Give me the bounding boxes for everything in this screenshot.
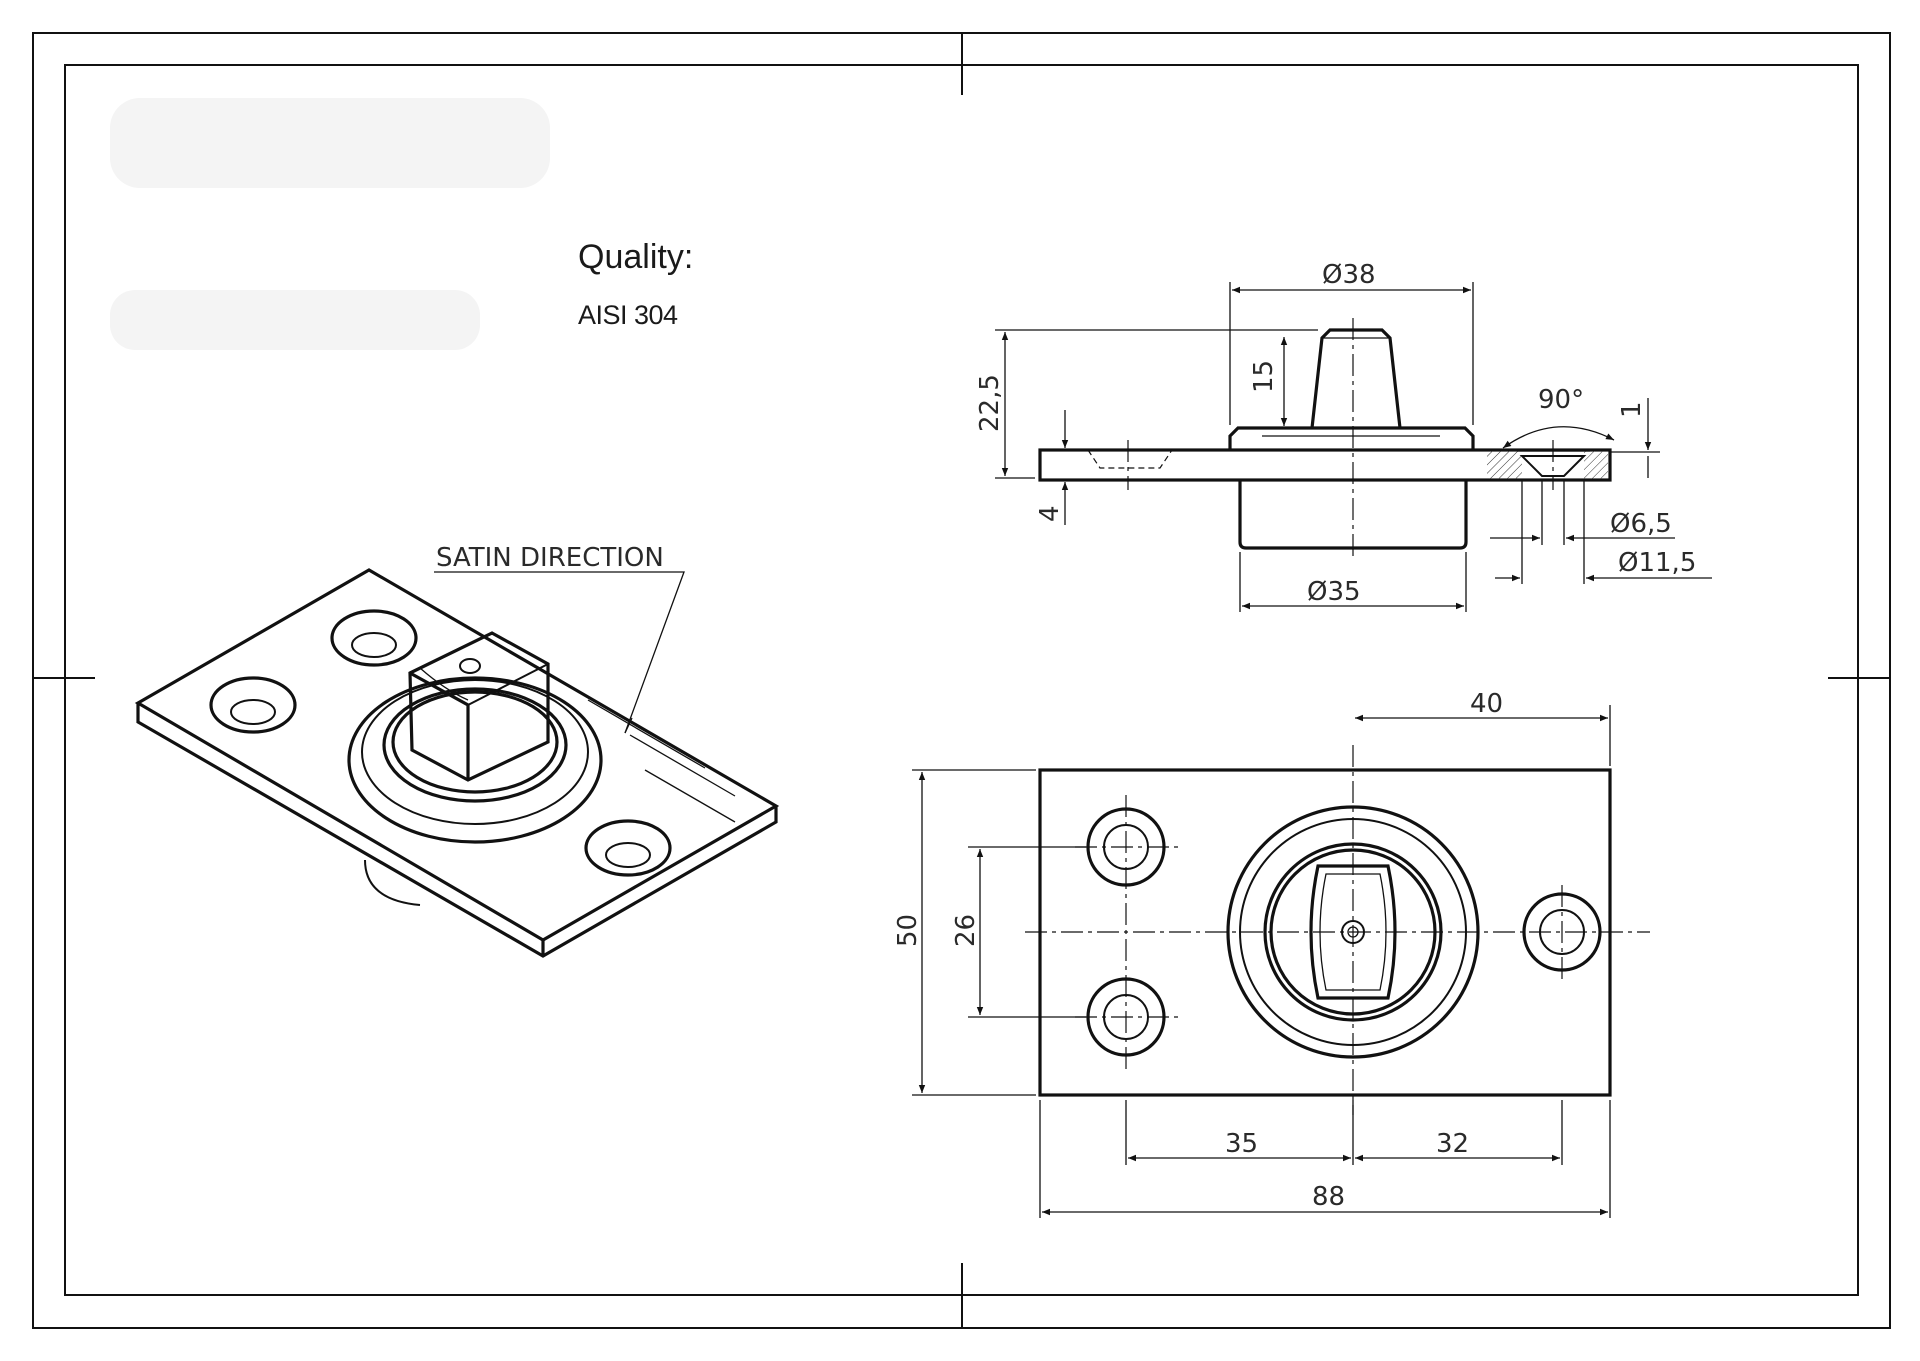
dim-dia-bottom: Ø35 (1307, 577, 1361, 607)
side-view: Ø38 22,5 15 4 90° 1 Ø6,5 Ø11,5 (975, 260, 1712, 612)
plan-view: 40 50 26 35 32 88 (893, 689, 1650, 1218)
dim-height-pin: 15 (1249, 360, 1279, 393)
dim-plate-thickness: 4 (1035, 505, 1065, 522)
iso-hole-2 (330, 609, 418, 667)
dim-dia-top: Ø38 (1322, 260, 1376, 290)
dim-countersink-depth: 1 (1617, 401, 1647, 418)
dim-offset-right-hole: 32 (1436, 1129, 1469, 1159)
dim-offset-left: 35 (1225, 1129, 1258, 1159)
satin-direction-label: SATIN DIRECTION (436, 543, 664, 573)
dim-width-total: 88 (1312, 1182, 1345, 1212)
dim-height-total-plan: 50 (893, 914, 923, 947)
faded-title-area (110, 98, 550, 350)
dim-countersink-angle: 90° (1538, 385, 1584, 415)
dim-offset-right: 40 (1470, 689, 1503, 719)
dim-hole-spacing: 26 (951, 914, 981, 947)
isometric-view: SATIN DIRECTION (134, 543, 780, 958)
quality-material: AISI 304 (578, 300, 678, 330)
dim-height-total: 22,5 (975, 374, 1005, 432)
iso-hole-3 (584, 819, 672, 877)
dim-dia-hole-large: Ø11,5 (1618, 548, 1696, 578)
dim-dia-hole-small: Ø6,5 (1610, 509, 1672, 539)
outer-frame (32, 32, 1891, 1329)
iso-hole-1 (209, 676, 297, 734)
quality-title: Quality: (578, 238, 694, 276)
